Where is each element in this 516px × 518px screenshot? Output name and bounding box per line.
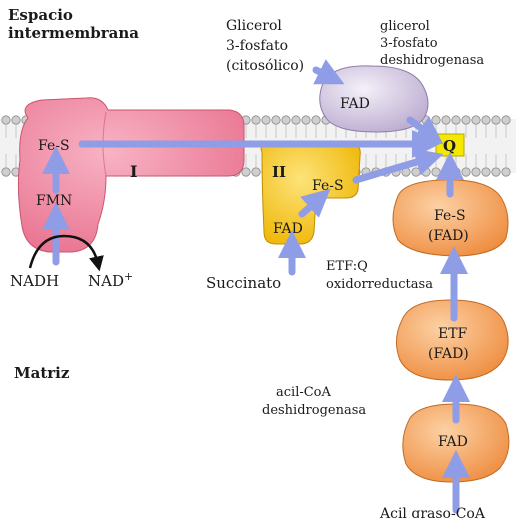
glycerol-3-phosphate-label-line2: 3-fosfato xyxy=(226,38,288,54)
arrow-glycerol-to-dh xyxy=(312,59,345,85)
nadh-label: NADH xyxy=(10,272,59,290)
membrane-inner-head xyxy=(461,167,471,177)
membrane-outer-head xyxy=(11,115,21,125)
complex-ii: II Fe-S FAD xyxy=(260,143,361,245)
membrane-outer-head xyxy=(471,115,481,125)
matrix-label: Matriz xyxy=(14,364,70,382)
membrane-inner-head xyxy=(501,167,511,177)
glycerol-3-phosphate-dehydrogenase: FAD xyxy=(319,65,429,133)
membrane-outer-head xyxy=(481,115,491,125)
membrane-outer-head xyxy=(271,115,281,125)
membrane-outer-head xyxy=(281,115,291,125)
membrane-outer-head xyxy=(291,115,301,125)
acyl-coa-dehydrogenase: FAD xyxy=(402,403,510,483)
complex-i: I Fe-S FMN xyxy=(17,97,245,253)
etf-q-fes-label: Fe-S xyxy=(434,208,466,224)
membrane-inner-head xyxy=(481,167,491,177)
etf-protein: ETF (FAD) xyxy=(396,299,509,381)
membrane-outer-head xyxy=(251,115,261,125)
arrow-fad-to-fes-ii xyxy=(298,188,331,218)
membrane-outer-head xyxy=(1,115,11,125)
acyl-coa-dh-fad-label: FAD xyxy=(438,434,468,450)
membrane-inner-head xyxy=(241,167,251,177)
complex-i-fes-label: Fe-S xyxy=(38,138,70,154)
glycerol-dh-name-line1: glicerol xyxy=(380,19,430,34)
complex-i-label: I xyxy=(130,162,137,181)
glycerol-dh-name-line3: deshidrogenasa xyxy=(380,53,484,68)
etf-shape xyxy=(396,299,509,381)
membrane-outer-head xyxy=(301,115,311,125)
acyl-coa-dh-name-line1: acil-CoA xyxy=(276,385,332,400)
glycerol-dh-fad-label: FAD xyxy=(340,96,370,112)
etf-fad-label: (FAD) xyxy=(428,346,469,362)
complex-ii-fes-label: Fe-S xyxy=(312,178,344,194)
nadh-oxidation-arrow xyxy=(28,234,104,272)
membrane-outer-head xyxy=(501,115,511,125)
membrane-inner-head xyxy=(251,167,261,177)
etf-q-oxidoreductase: Fe-S (FAD) xyxy=(392,179,509,257)
intermembrane-space-label-line1: Espacio xyxy=(8,6,73,24)
membrane-outer-head xyxy=(491,115,501,125)
glycerol-dh-name-line2: 3-fosfato xyxy=(380,36,438,51)
complex-ii-label: II xyxy=(272,163,286,181)
membrane-inner-head xyxy=(1,167,11,177)
membrane-outer-head xyxy=(311,115,321,125)
quinone: Q xyxy=(435,133,465,157)
membrane-inner-head xyxy=(431,167,441,177)
nad-plus-label: NAD+ xyxy=(88,270,133,290)
nad-plus-superscript: + xyxy=(124,270,133,283)
membrane-outer-head xyxy=(441,115,451,125)
intermembrane-space-label-line2: intermembrana xyxy=(8,24,139,42)
membrane-outer-head xyxy=(451,115,461,125)
membrane-inner-head xyxy=(421,167,431,177)
electron-flow-arrows xyxy=(42,59,470,514)
membrane-inner-head xyxy=(411,167,421,177)
acyl-coa-dh-name-line2: deshidrogenasa xyxy=(262,403,366,418)
membrane-outer-head xyxy=(261,115,271,125)
membrane-inner-head xyxy=(471,167,481,177)
succinate-label: Succinato xyxy=(206,274,281,292)
arrow-complex-ii-to-q xyxy=(352,148,444,184)
etf-name-label: ETF xyxy=(438,326,468,342)
fatty-acyl-coa-label: Acil graso-CoA xyxy=(379,506,486,518)
membrane-outer-head xyxy=(461,115,471,125)
complex-i-fmn-label: FMN xyxy=(36,193,72,209)
quinone-label: Q xyxy=(443,137,456,155)
complex-i-shape xyxy=(17,97,245,253)
membrane-outer-head xyxy=(431,115,441,125)
etf-q-name-line1: ETF:Q xyxy=(326,259,368,274)
etf-q-name-line2: oxidorreductasa xyxy=(326,277,433,292)
glycerol-3-phosphate-label-line3: (citosólico) xyxy=(226,58,304,74)
membrane-inner-head xyxy=(491,167,501,177)
glycerol-3-phosphate-label-line1: Glicerol xyxy=(226,18,282,34)
etf-q-fad-label: (FAD) xyxy=(428,228,469,244)
complex-ii-fad-label: FAD xyxy=(273,221,303,237)
arrow-glycerol-dh-to-q xyxy=(406,116,444,145)
nad-plus-base: NAD xyxy=(88,272,124,290)
